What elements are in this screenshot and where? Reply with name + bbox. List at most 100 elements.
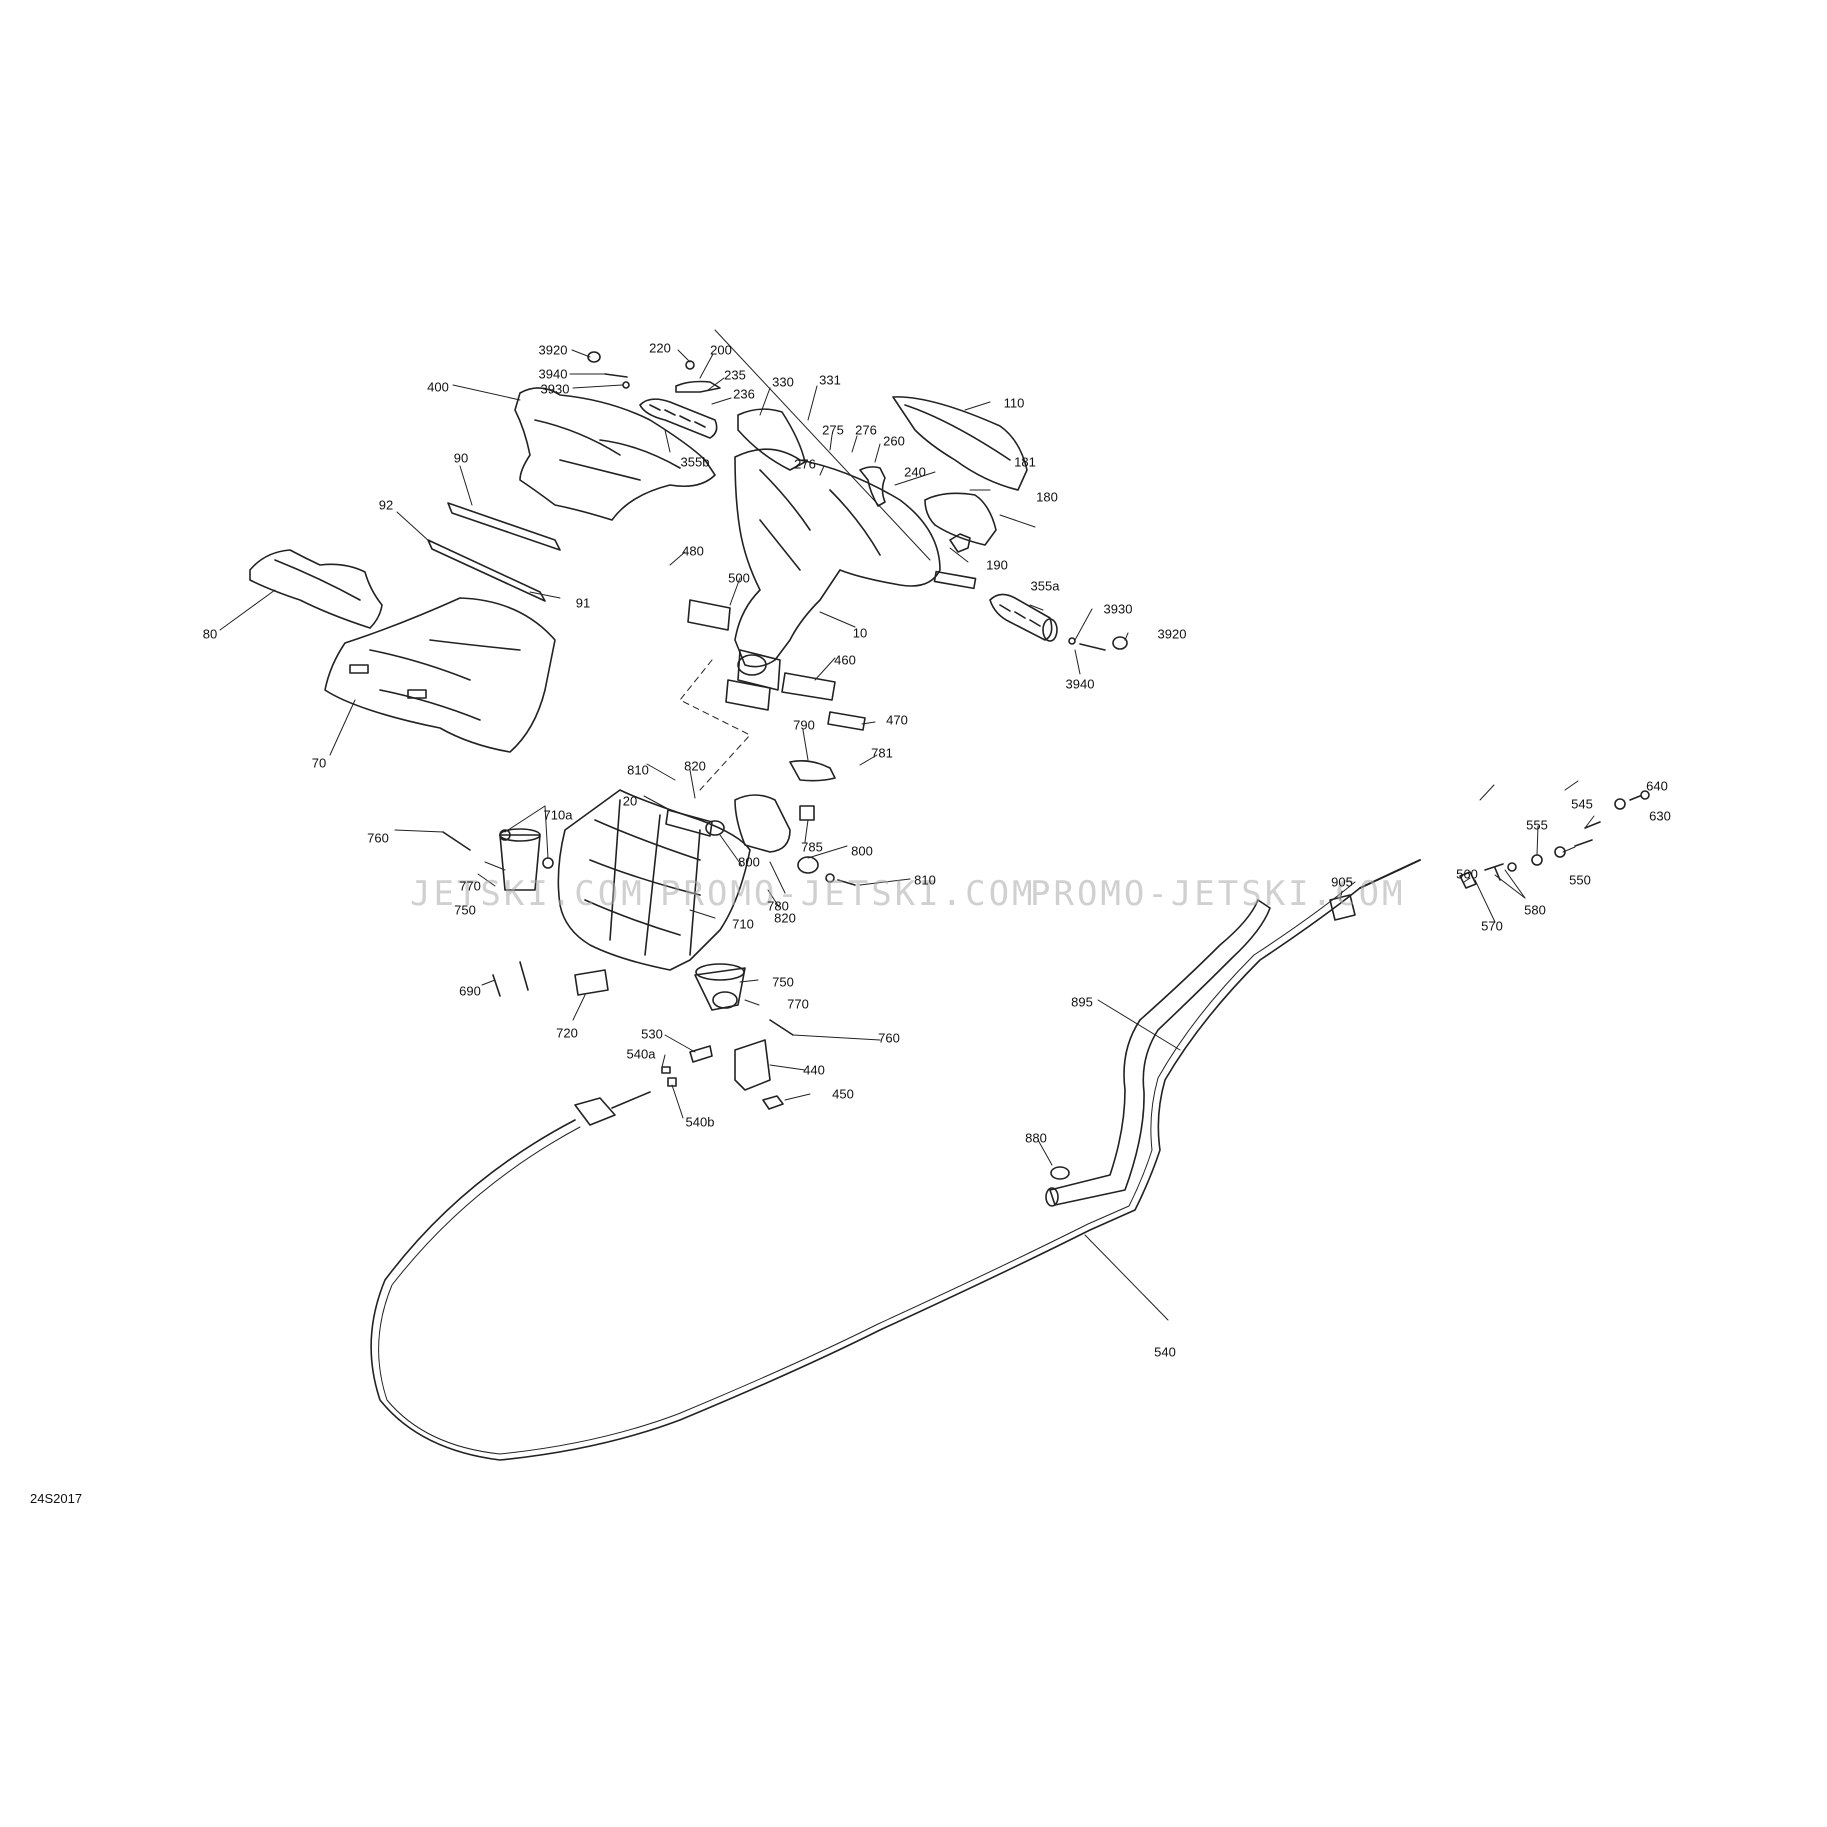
part-200-lever <box>675 380 721 393</box>
label-10: 10 <box>852 625 868 641</box>
part-400-cover <box>514 387 716 521</box>
part-710-housing <box>557 789 751 971</box>
label-810b: 810 <box>914 872 936 888</box>
label-260: 260 <box>883 433 905 449</box>
part-355a-grip <box>989 593 1053 641</box>
part-10-column <box>734 448 941 668</box>
label-3920b: 3920 <box>1157 626 1187 642</box>
label-91: 91 <box>575 595 591 611</box>
label-480: 480 <box>682 543 704 559</box>
watermark-right: PROMO-JETSKI.COM <box>1030 874 1406 914</box>
label-630: 630 <box>1649 808 1671 824</box>
label-460: 460 <box>834 652 856 668</box>
part-70-tray <box>324 597 556 753</box>
label-3920: 3920 <box>538 342 568 358</box>
label-90: 90 <box>453 450 469 466</box>
watermark-center: PROMO-JETSKI.COM <box>660 874 1036 914</box>
label-20: 20 <box>622 793 638 809</box>
label-760b: 760 <box>878 1030 900 1046</box>
label-750b: 750 <box>772 974 794 990</box>
label-820a: 820 <box>684 758 706 774</box>
part-180-panel <box>924 492 997 546</box>
part-110-cover <box>892 396 1028 491</box>
part-905-fitting <box>1329 894 1356 921</box>
part-540-cable <box>370 887 1361 1461</box>
label-800a: 800 <box>851 843 873 859</box>
label-3940: 3940 <box>538 366 568 382</box>
part-240-lever <box>859 466 886 507</box>
part-355b-grip <box>639 398 718 439</box>
label-781: 781 <box>871 745 893 761</box>
label-330: 330 <box>772 374 794 390</box>
part-895-tube <box>1049 899 1271 1206</box>
label-236: 236 <box>733 386 755 402</box>
label-820b: 820 <box>774 910 796 926</box>
label-545: 545 <box>1571 796 1593 812</box>
label-3930: 3930 <box>540 381 570 397</box>
part-80-cover <box>249 549 383 629</box>
label-880: 880 <box>1025 1130 1047 1146</box>
part-90-strip <box>447 502 561 551</box>
part-190-clip <box>949 533 971 553</box>
label-240: 240 <box>904 464 926 480</box>
label-450: 450 <box>832 1086 854 1102</box>
label-440: 440 <box>803 1062 825 1078</box>
part-20-bar <box>665 809 713 837</box>
label-500: 500 <box>728 570 750 586</box>
label-92: 92 <box>378 497 394 513</box>
label-770a: 770 <box>459 878 481 894</box>
label-470: 470 <box>886 712 908 728</box>
part-780-bracket <box>734 794 791 853</box>
label-580: 580 <box>1524 902 1546 918</box>
label-276b: 276 <box>794 456 816 472</box>
part-500-bracket <box>687 599 731 631</box>
label-895: 895 <box>1071 994 1093 1010</box>
label-770b: 770 <box>787 996 809 1012</box>
label-780: 780 <box>767 898 789 914</box>
label-190: 190 <box>986 557 1008 573</box>
label-220: 220 <box>649 340 671 356</box>
label-276a: 276 <box>855 422 877 438</box>
label-790: 790 <box>793 717 815 733</box>
part-450-nut <box>762 1095 784 1110</box>
part-720-block <box>574 969 609 996</box>
label-540: 540 <box>1154 1344 1176 1360</box>
label-800b: 800 <box>738 854 760 870</box>
part-540-cable-fitting <box>574 1097 616 1126</box>
label-181: 181 <box>1014 454 1036 470</box>
part-440-bracket <box>734 1039 771 1091</box>
label-275: 275 <box>822 422 844 438</box>
label-331: 331 <box>819 372 841 388</box>
label-810a: 810 <box>627 762 649 778</box>
label-3930b: 3930 <box>1103 601 1133 617</box>
label-690: 690 <box>459 983 481 999</box>
label-180: 180 <box>1036 489 1058 505</box>
part-790-cover <box>789 760 836 782</box>
watermark-left: JETSKI.COM <box>410 874 645 914</box>
label-555: 555 <box>1526 817 1548 833</box>
label-110: 110 <box>1003 395 1025 411</box>
label-70: 70 <box>311 755 327 771</box>
label-570: 570 <box>1481 918 1503 934</box>
label-235: 235 <box>724 367 746 383</box>
part-330-cover <box>737 408 806 471</box>
label-355b: 355b <box>680 454 710 470</box>
part-750-right-sleeve <box>694 967 746 1011</box>
label-200: 200 <box>710 342 732 358</box>
label-530: 530 <box>641 1026 663 1042</box>
label-3940b: 3940 <box>1065 676 1095 692</box>
part-91-strip <box>427 539 546 602</box>
part-460-switch <box>781 672 836 701</box>
label-905: 905 <box>1331 874 1353 890</box>
label-560: 560 <box>1456 866 1478 882</box>
diagram-code: 24S2017 <box>30 1491 83 1506</box>
label-750a: 750 <box>454 902 476 918</box>
label-785: 785 <box>801 839 823 855</box>
label-540a: 540a <box>626 1046 656 1062</box>
label-540b: 540b <box>685 1114 715 1130</box>
label-640: 640 <box>1646 778 1668 794</box>
label-355a: 355a <box>1030 578 1060 594</box>
label-760a: 760 <box>367 830 389 846</box>
part-470-connector <box>827 711 866 731</box>
